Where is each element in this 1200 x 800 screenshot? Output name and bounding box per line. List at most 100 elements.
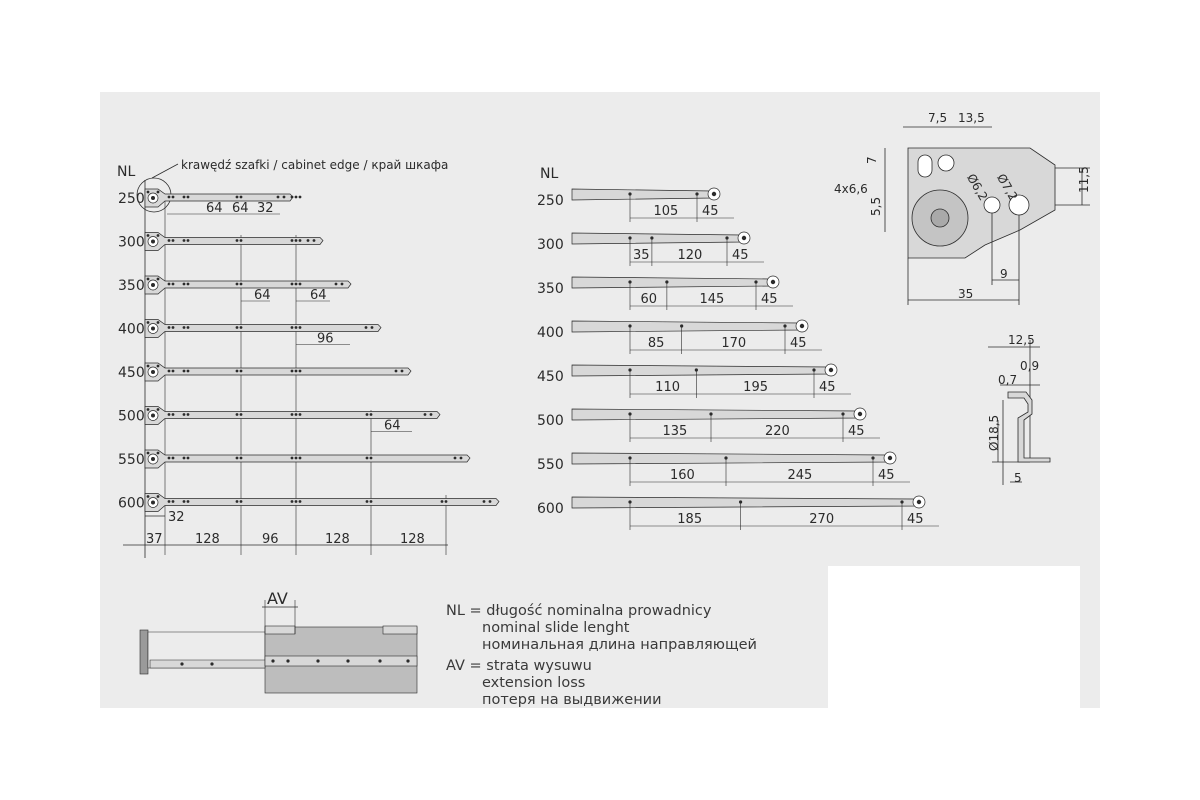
middle-rail bbox=[571, 364, 830, 377]
rail-hole bbox=[276, 195, 280, 199]
rail-roller-hub bbox=[799, 323, 805, 329]
rail-hole bbox=[900, 500, 904, 504]
rail-hole bbox=[167, 500, 171, 503]
rail-hole bbox=[394, 369, 398, 373]
rail-roller-hub bbox=[770, 279, 776, 285]
rail-hole bbox=[628, 412, 632, 416]
rail-hole bbox=[156, 234, 160, 237]
rail-hole bbox=[146, 321, 150, 324]
left-row-dim: 64 bbox=[232, 201, 249, 216]
rail-hole bbox=[171, 239, 175, 242]
rail-hole bbox=[841, 412, 845, 416]
rail-hole bbox=[156, 451, 160, 455]
middle-row-dim: 145 bbox=[699, 292, 724, 307]
rail-hole bbox=[167, 326, 171, 329]
rail-hole bbox=[235, 282, 239, 286]
rail-hole bbox=[298, 500, 302, 503]
rail-roller-hub bbox=[151, 283, 155, 287]
rail-hole bbox=[340, 282, 344, 286]
left-rail bbox=[144, 232, 324, 251]
rail-roller-hub bbox=[887, 455, 893, 461]
rail-hole bbox=[239, 195, 243, 199]
rail-hole bbox=[182, 326, 186, 329]
left-row-nl: 250 bbox=[118, 191, 145, 207]
rail-roller-hub bbox=[711, 191, 717, 197]
rail-roller-hub bbox=[741, 235, 747, 241]
middle-row-dim: 110 bbox=[655, 380, 680, 395]
bracket-hole-62 bbox=[983, 196, 1001, 214]
bottom-dim-2: 128 bbox=[195, 532, 220, 547]
middle-row-dim-end: 45 bbox=[819, 380, 836, 395]
rail-hole bbox=[235, 239, 239, 242]
cabinet-edge-label: krawędź szafki / cabinet edge / край шка… bbox=[181, 158, 448, 172]
rail-hole bbox=[628, 236, 632, 240]
left-row-nl: 550 bbox=[118, 452, 145, 468]
legend-av-line-2: extension loss bbox=[482, 675, 585, 691]
rail-hole bbox=[235, 369, 239, 373]
rail-hole bbox=[167, 239, 171, 242]
middle-row-dim-end: 45 bbox=[790, 336, 807, 351]
rail-hole bbox=[306, 239, 310, 242]
rail-hole bbox=[294, 500, 298, 503]
middle-row-nl: 400 bbox=[537, 325, 564, 341]
rail-hole bbox=[182, 282, 186, 286]
rail-hole bbox=[725, 236, 729, 240]
rail-hole bbox=[298, 413, 302, 416]
rail-hole bbox=[294, 326, 298, 329]
middle-row-dim: 220 bbox=[765, 424, 790, 439]
rail-roller-hub bbox=[151, 457, 155, 461]
rail-hole bbox=[312, 239, 316, 242]
rail-hole bbox=[488, 500, 492, 503]
rail-hole bbox=[146, 190, 150, 194]
rail-roller-hub bbox=[151, 239, 155, 244]
left-diagram: NL krawędź szafki / cabinet edge / край … bbox=[117, 158, 500, 558]
left-row-nl: 350 bbox=[118, 278, 145, 294]
middle-row-dim: 120 bbox=[677, 248, 702, 263]
rail-hole bbox=[694, 368, 698, 372]
middle-row-dim-end: 45 bbox=[732, 248, 749, 263]
rail-hole bbox=[298, 195, 302, 199]
rail-hole bbox=[239, 282, 243, 286]
rail-roller-hub bbox=[151, 500, 155, 505]
dim-7: 7 bbox=[865, 156, 879, 164]
rail-hole bbox=[239, 456, 243, 460]
legend-nl-line-1: NL = długość nominalna prowadnicy bbox=[446, 603, 712, 619]
middle-row-dim-end: 45 bbox=[702, 204, 719, 219]
bottom-dim-4: 128 bbox=[325, 532, 350, 547]
legend-av-line-3: потеря на выдвижении bbox=[482, 692, 662, 708]
rail-hole bbox=[871, 456, 875, 460]
left-row: 550 bbox=[118, 449, 471, 469]
nl-header-middle: NL bbox=[540, 166, 558, 182]
left-row-nl: 450 bbox=[118, 365, 145, 381]
rail-hole bbox=[298, 326, 302, 329]
rail-hole bbox=[444, 500, 448, 503]
rail-hole bbox=[239, 369, 243, 373]
rail-hole bbox=[282, 195, 286, 199]
profile-detail bbox=[988, 340, 1051, 485]
middle-row-dim: 170 bbox=[721, 336, 746, 351]
rail-hole bbox=[186, 500, 190, 503]
rail-hole bbox=[171, 326, 175, 329]
rail-hole bbox=[290, 282, 294, 286]
rail-hole bbox=[680, 324, 684, 328]
left-row-dim: 64 bbox=[310, 288, 327, 303]
rail-hole bbox=[294, 369, 298, 373]
dim-4x6-6: 4x6,6 bbox=[834, 182, 868, 196]
rail-roller-hub bbox=[916, 499, 922, 505]
rail-roller-hub bbox=[857, 411, 863, 417]
rail-hole bbox=[167, 282, 171, 286]
nl-header-left: NL bbox=[117, 164, 135, 180]
middle-row-dim: 35 bbox=[633, 248, 650, 263]
rail-hole bbox=[294, 282, 298, 286]
rail-hole bbox=[628, 500, 632, 504]
rail-hole bbox=[186, 195, 190, 199]
bracket-hole-top bbox=[937, 154, 955, 172]
dim-0-7: 0,7 bbox=[998, 373, 1017, 387]
left-rail bbox=[144, 493, 500, 512]
